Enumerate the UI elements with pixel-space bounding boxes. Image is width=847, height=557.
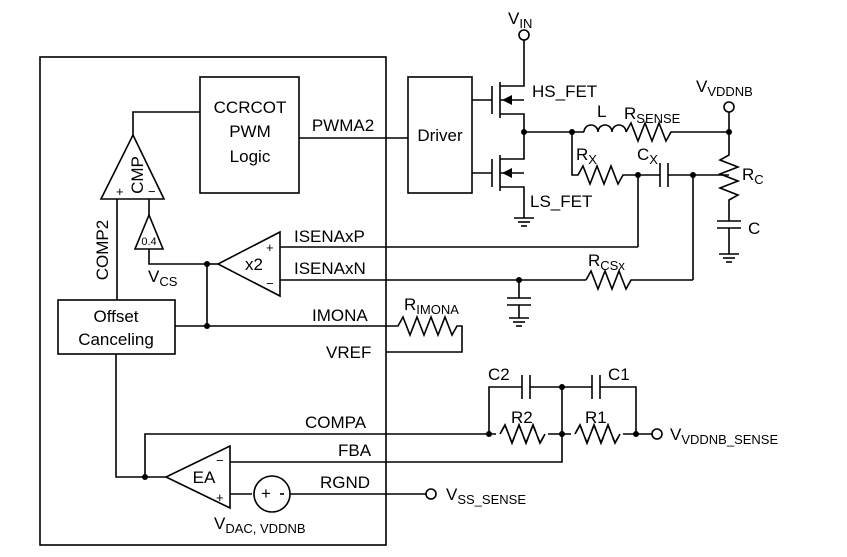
offset-line1: Offset [93, 307, 138, 326]
vsource-value: 0.4 [141, 236, 156, 248]
ea-output-wire [115, 354, 145, 478]
r2-resistor-top [499, 422, 546, 446]
compa-wire [144, 433, 652, 477]
c1-label: C1 [608, 365, 630, 384]
l-label: L [597, 102, 606, 121]
cx-label: CX [637, 145, 658, 167]
vdac-label: VDAC, VDDNB [214, 514, 306, 536]
hs-arrow-icon [502, 95, 512, 105]
ea-plus: + [216, 490, 224, 505]
rimona-label: RIMONA [404, 295, 459, 317]
ea-amplifier [164, 444, 231, 510]
isen-node [516, 277, 522, 283]
r1-right-node [633, 431, 639, 437]
offset-line2: Canceling [78, 330, 154, 349]
hs-drain-wire [500, 40, 525, 87]
vdac-source-icon [253, 475, 291, 513]
isenan-label: ISENAxN [294, 259, 366, 278]
vref-label: VREF [326, 343, 371, 362]
c2-label: C2 [488, 365, 510, 384]
ea-label: EA [193, 468, 216, 487]
vddnb-sense-terminal [651, 428, 663, 440]
vin-label: VIN [508, 9, 532, 31]
pwm-logic-block [199, 76, 300, 194]
imona-label: IMONA [312, 306, 368, 325]
pwma2-label: PWMA2 [312, 116, 374, 135]
c-mid-node [559, 384, 565, 390]
vin-terminal [518, 29, 530, 41]
vddnb-sense-label: VVDDNB_SENSE [670, 425, 778, 447]
rc-resistor [717, 132, 741, 221]
ls-arrow-icon [502, 168, 512, 178]
controller-ic-outline [39, 56, 387, 546]
amp-minus: − [266, 276, 274, 291]
comp2-label: COMP2 [93, 220, 112, 280]
ea-minus: − [216, 453, 224, 468]
vss-sense-terminal [425, 488, 437, 500]
ls-source-wire [500, 186, 525, 218]
rcs-label: RCSx [588, 251, 625, 273]
cmp-minus: − [148, 184, 156, 199]
isenap-label: ISENAxP [294, 227, 365, 246]
r2-label: R2 [511, 408, 533, 427]
cx-node [690, 172, 696, 178]
vss-sense-label: VSS_SENSE [446, 485, 526, 507]
inductor-l [583, 124, 627, 133]
vvddnb-label: VVDDNB [696, 77, 753, 99]
cmp-plus: + [116, 184, 124, 199]
c1-right-wire [600, 386, 637, 434]
ls-drain-wire [500, 132, 525, 160]
r1-resistor-top [574, 422, 621, 446]
compa-label: COMPA [305, 413, 367, 432]
amp-plus: + [266, 240, 274, 255]
rimona-resistor [386, 314, 463, 353]
rcs-resistor [585, 268, 693, 292]
rx-node [569, 129, 575, 135]
c-label: C [748, 219, 760, 238]
fba-label: FBA [338, 441, 372, 460]
rsense-label: RSENSE [624, 104, 681, 126]
cmp-output-wire [132, 111, 200, 135]
fba-wire [230, 434, 563, 463]
pwm-logic-line2: PWM [229, 122, 271, 141]
rx-label: RX [576, 145, 597, 167]
rx-cx-node [635, 172, 641, 178]
driver-block [407, 76, 473, 194]
driver-label: Driver [417, 126, 463, 145]
vdac-plus: + [261, 484, 271, 503]
amp-gain-label: x2 [245, 255, 263, 274]
c2-left-wire [488, 386, 522, 434]
vcs-wire [148, 249, 207, 265]
rx-resistor [571, 132, 660, 187]
r1-label: R1 [585, 408, 607, 427]
r2-left-node [486, 431, 492, 437]
rgnd-label: RGND [320, 473, 370, 492]
cmp-label: CMP [128, 156, 147, 194]
vvddnb-terminal [723, 101, 735, 113]
pwm-logic-line3: Logic [230, 147, 271, 166]
pwm-logic-line1: CCRCOT [214, 98, 287, 117]
hs-fet-label: HS_FET [532, 82, 597, 101]
r-mid-node [559, 431, 565, 437]
cmp-comparator [99, 133, 166, 200]
vcs-label: VCS [148, 267, 178, 289]
ls-fet-label: LS_FET [530, 192, 592, 211]
rc-label: RC [742, 165, 764, 187]
rsense-resistor [625, 120, 729, 144]
hs-source-wire [500, 113, 525, 132]
x2-amplifier [216, 230, 281, 298]
